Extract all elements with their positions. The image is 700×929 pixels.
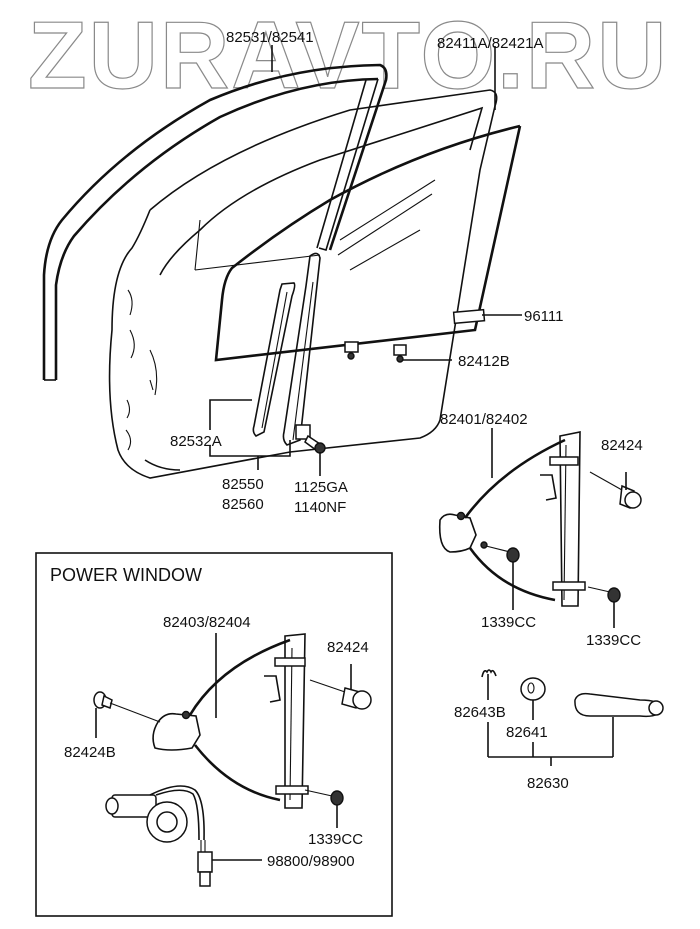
door-glass	[214, 124, 522, 362]
bolt-1125ga	[295, 424, 326, 454]
door-frame	[108, 89, 498, 479]
callout-pw-bolt-b: 82424B	[64, 744, 116, 761]
callout-nut-right: 1339CC	[586, 632, 641, 649]
lower-channel	[282, 252, 321, 446]
callout-handle-clip: 82643B	[454, 704, 506, 721]
door-assembly	[42, 63, 522, 479]
callout-nut-left: 1339CC	[481, 614, 536, 631]
callout-channel-assy-a: 82550	[222, 476, 264, 493]
power-window-panel: POWER WINDOW	[35, 552, 393, 917]
callout-glass-holder: 82412B	[458, 353, 510, 370]
manual-regulator	[438, 431, 642, 607]
callout-channel-assy-b: 82560	[222, 496, 264, 513]
callout-manual-regulator: 82401/82402	[440, 411, 528, 428]
watermark: ZURAVTO.RU	[28, 2, 668, 109]
callout-pw-regulator-bolt: 82424	[327, 639, 369, 656]
callout-bolt-b: 1140NF	[294, 499, 346, 516]
window-motor	[105, 785, 213, 887]
callout-handle-assy: 82630	[527, 775, 569, 792]
callout-label-sticker: 96111	[524, 308, 564, 325]
run-channel	[252, 282, 296, 437]
callout-door-channel: 82531/82541	[226, 29, 314, 46]
leader-lines-door	[209, 45, 522, 476]
callout-power-regulator: 82403/82404	[163, 614, 251, 631]
leader-lines-handle	[487, 674, 614, 766]
window-handle-parts	[481, 669, 664, 718]
callout-regulator-bolt: 82424	[601, 437, 643, 454]
glass-holders	[344, 341, 407, 363]
callout-bolt-a: 1125GA	[294, 479, 348, 496]
callout-door-glass: 82411A/82421A	[437, 35, 544, 52]
power-window-frame	[35, 552, 393, 917]
power-window-title: POWER WINDOW	[50, 565, 202, 585]
callout-handle-washer: 82641	[506, 724, 548, 741]
label-sticker	[452, 308, 486, 325]
leader-lines-manual	[491, 428, 627, 628]
callout-pw-motor: 98800/98900	[267, 853, 355, 870]
callout-run-channel: 82532A	[170, 433, 222, 450]
door-weatherstrip	[42, 63, 388, 380]
power-regulator	[93, 633, 372, 809]
callout-pw-nut: 1339CC	[308, 831, 363, 848]
